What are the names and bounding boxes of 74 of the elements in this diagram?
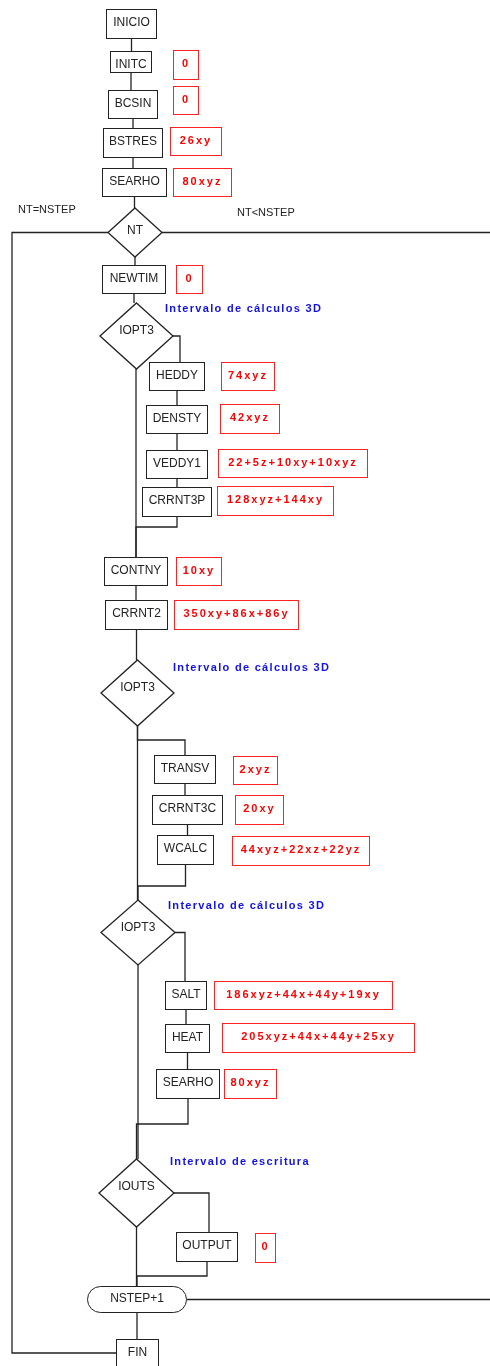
- connector-line: [137, 964, 139, 1160]
- connector-line: [132, 118, 134, 129]
- cost-box: 128xyz+144xy: [217, 486, 334, 516]
- decision-label: NT: [127, 222, 143, 237]
- process-box: WCALC: [157, 835, 214, 865]
- connector-line: [133, 293, 135, 304]
- connector-line: [135, 585, 137, 601]
- annotation-text: Intervalo de cálculos 3D: [165, 302, 323, 314]
- cost-box: 186xyz+44x+44y+19xy: [214, 981, 393, 1010]
- connector-line: [136, 1312, 138, 1340]
- process-box: TRANSV: [154, 755, 216, 784]
- process-box: DENSTY: [146, 405, 208, 434]
- process-box: OUTPUT: [176, 1232, 238, 1262]
- connector-line: [135, 1098, 189, 1160]
- connector-line: [176, 433, 178, 451]
- annotation-text: Intervalo de cálculos 3D: [173, 661, 331, 673]
- connector-line: [186, 1298, 490, 1301]
- process-box: SALT: [165, 981, 207, 1010]
- decision-label: IOUTS: [118, 1179, 155, 1194]
- connector-line: [184, 783, 186, 796]
- process-box: CONTNY: [104, 557, 168, 586]
- process-box: NEWTIM: [102, 265, 166, 294]
- cost-box: 74xyz: [221, 362, 275, 391]
- connector-line: [135, 629, 138, 661]
- cost-box: 20xy: [235, 795, 284, 825]
- edge-label: NT<NSTEP: [237, 206, 295, 218]
- cost-box: 22+5z+10xy+10xyz: [218, 449, 368, 478]
- connector-line: [134, 256, 136, 266]
- connector-line: [174, 931, 186, 982]
- process-box: SEARHO: [102, 168, 167, 197]
- connector-line: [132, 157, 134, 169]
- process-box: VEDDY1: [146, 450, 208, 479]
- connector-line: [172, 335, 181, 363]
- cost-box: 42xyz: [220, 404, 280, 434]
- cost-box: 350xy+86x+86y: [174, 600, 299, 630]
- decision-label: IOPT3: [120, 919, 156, 934]
- process-box: FIN: [116, 1339, 159, 1366]
- process-box: INITC: [110, 51, 152, 73]
- connector-line: [185, 1009, 187, 1025]
- connector-line: [137, 864, 187, 901]
- process-box: CRRNT2: [105, 600, 168, 630]
- terminal-box: NSTEP+1: [87, 1286, 187, 1313]
- connector-line: [130, 72, 132, 91]
- connector-line: [161, 231, 490, 234]
- process-box: CRRNT3P: [142, 487, 212, 517]
- cost-box: 0: [173, 50, 199, 80]
- process-box: HEDDY: [149, 362, 205, 391]
- process-box: BCSIN: [108, 90, 158, 119]
- cost-box: 0: [173, 86, 199, 115]
- cost-box: 0: [176, 265, 203, 294]
- cost-box: 0: [255, 1233, 276, 1263]
- edge-label: NT=NSTEP: [18, 203, 76, 215]
- annotation-text: Intervalo de cálculos 3D: [168, 899, 326, 911]
- process-box: INICIO: [106, 9, 157, 39]
- cost-box: 10xy: [176, 557, 222, 586]
- process-box: BSTRES: [103, 128, 163, 158]
- connector-line: [136, 1261, 208, 1287]
- connector-line: [176, 478, 178, 488]
- connector-line: [176, 390, 178, 406]
- cost-box: 80xyz: [173, 168, 232, 197]
- connector-line: [11, 231, 117, 1354]
- cost-box: 2xyz: [233, 756, 278, 785]
- process-box: HEAT: [165, 1024, 210, 1053]
- cost-box: 80xyz: [224, 1069, 277, 1099]
- decision-label: IOPT3: [120, 679, 155, 694]
- connector-line: [173, 1192, 210, 1233]
- connector-line: [135, 368, 137, 558]
- annotation-text: Intervalo de escritura: [170, 1155, 310, 1167]
- cost-box: 44xyz+22xz+22yz: [232, 836, 370, 866]
- process-box: CRRNT3C: [152, 795, 223, 825]
- cost-box: 205xyz+44x+44y+25xy: [222, 1023, 415, 1053]
- decision-label: IOPT3: [119, 322, 154, 337]
- process-box: SEARHO: [156, 1069, 220, 1099]
- cost-box: 26xy: [170, 127, 222, 156]
